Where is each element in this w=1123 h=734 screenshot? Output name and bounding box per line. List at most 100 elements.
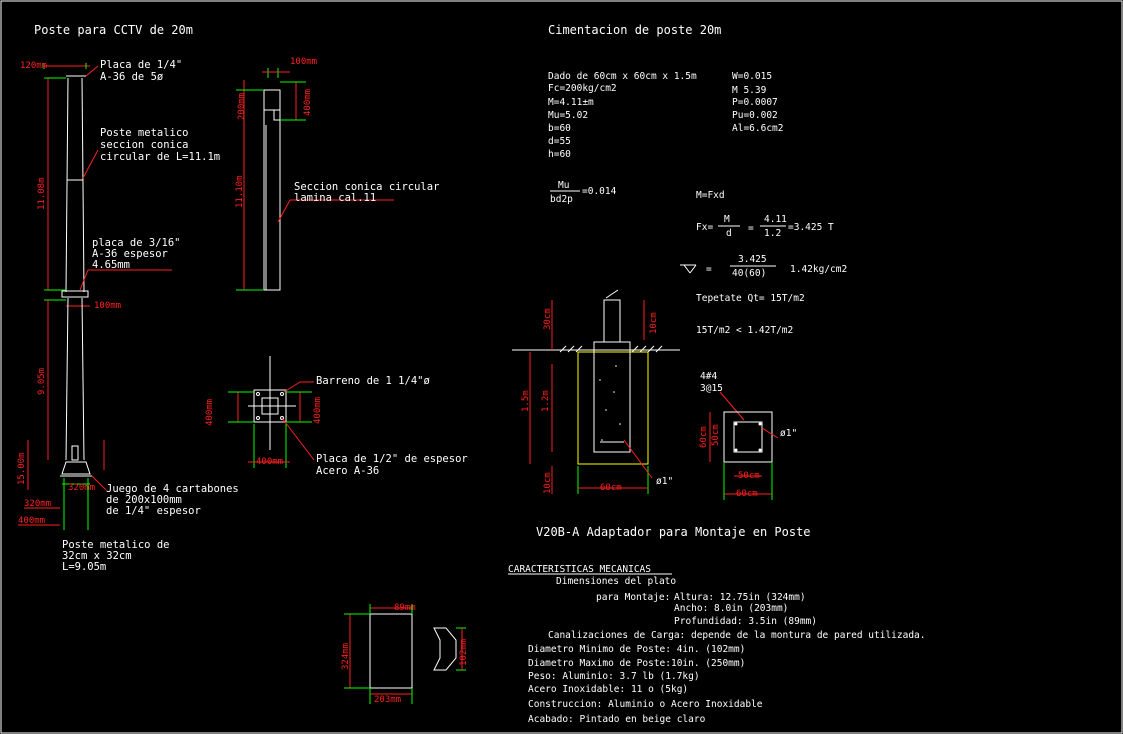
dim-top-base: 320mm: [68, 483, 95, 493]
adapter-title: V20B-A Adaptador para Montaje en Poste: [536, 525, 811, 539]
peso-2: Acero Inoxidable: 11 o (5kg): [528, 684, 688, 695]
compare: 15T/m2 < 1.42T/m2: [696, 325, 793, 336]
fd-dim-12-text: 1.2m: [541, 390, 551, 412]
bolt-hole: [256, 416, 260, 420]
plate-dim-right: 400mm: [313, 397, 323, 424]
pole-stub: [603, 299, 621, 343]
rebar-dot: [734, 448, 738, 452]
placa-top-label-2: A-36 de 5ø: [100, 71, 164, 83]
poste-base-label-2: 32cm x 32cm: [62, 550, 132, 562]
dado-section: 4#4 3@15 ø1" 60cm 50cm 50cm 60cm: [699, 371, 797, 500]
canalizaciones: Canalizaciones de Carga: depende de la m…: [548, 630, 926, 641]
ad-dim-203: 203mm: [374, 695, 401, 705]
leader-poste: [82, 149, 99, 179]
calc-right-1: M 5.39: [732, 85, 767, 96]
calc-left-3: Mu=5.02: [548, 110, 588, 121]
fx-den: 1.2: [764, 228, 781, 239]
concrete-dots: [599, 365, 621, 441]
acabado: Acabado: Pintado en beige claro: [528, 714, 706, 725]
base-gusset: [61, 461, 91, 475]
juego-label: Juego de 4 cartabones: [106, 483, 239, 495]
sec-dim-right: 400mm: [303, 89, 313, 116]
sec-flange: [273, 109, 281, 121]
poste-metalico-label: Poste metalico: [100, 127, 189, 139]
sigma-icon: [680, 264, 697, 274]
adapter-side: [433, 627, 457, 671]
dim-400-text: 400mm: [18, 516, 45, 526]
rebar-dot: [758, 422, 762, 426]
leader-dia: [761, 427, 779, 439]
frac-num: Mu: [558, 180, 569, 191]
fd-dim-top-text: 30cm: [543, 308, 553, 330]
dim-100-text: 100mm: [94, 301, 121, 311]
pole-upper-left: [65, 77, 69, 293]
char-title: CARACTERISTICAS MECANICAS: [508, 564, 651, 575]
excavation: [577, 351, 649, 465]
calc-right-3: Pu=0.002: [732, 110, 778, 121]
plate-dim-left: 400mm: [205, 399, 215, 426]
ad-dim-324: 324mm: [341, 643, 351, 670]
rebar-dot: [734, 422, 738, 426]
leader-sec: [277, 199, 291, 223]
rebar-dot: [758, 448, 762, 452]
sec-label-2: lamina cal.11: [294, 192, 376, 204]
foundation-calcs: Cimentacion de poste 20m Dado de 60cm x …: [548, 23, 847, 336]
dado-ties: [733, 421, 763, 453]
leader-rebar: [719, 391, 745, 421]
fx-m: M: [724, 214, 730, 225]
soil-hatch: [559, 345, 663, 353]
fd-dim-bot-text: 10cm: [543, 472, 553, 494]
sec-dim-left: 200mm: [237, 93, 247, 120]
circular-de-label: circular de L=11.1m: [100, 151, 220, 163]
juego-label-2: de 200x100mm: [106, 494, 182, 506]
ds-dim-bottom2: 60cm: [736, 489, 758, 499]
adapter-front: [369, 613, 413, 689]
leader-placa: [281, 417, 315, 461]
calc-left-6: h=60: [548, 149, 571, 160]
altura: Altura: 12.75in (324mm): [674, 592, 806, 603]
diam-max: Diametro Maximo de Poste:10in. (250mm): [528, 658, 745, 669]
dim-905-text: 9.05m: [37, 368, 47, 395]
dim-plato: Dimensiones del plato: [556, 576, 676, 587]
placa-mid-label-2: A-36 espesor: [92, 248, 168, 260]
acero-label: Acero A-36: [316, 465, 379, 477]
leader-dado-dia: [623, 439, 653, 479]
dado-dia: ø1": [656, 476, 673, 487]
concrete-dado: [593, 341, 631, 453]
pole-upper-right: [81, 77, 85, 293]
sigma-den: 40(60): [732, 268, 766, 279]
juego-label-3: de 1/4" espesor: [106, 505, 201, 517]
dim-320-text: 320mm: [24, 499, 51, 509]
rebar-2: 3@15: [700, 383, 723, 394]
calc-left-2: M=4.11±m: [548, 97, 594, 108]
rebar-1: 4#4: [700, 371, 717, 382]
mfxd: M=Fxd: [696, 190, 725, 201]
bolt-hole: [280, 416, 284, 420]
sec-dim-100: 100mm: [290, 57, 317, 67]
fx-d: d: [726, 228, 732, 239]
pole-lower-right: [81, 297, 85, 461]
adapter-section: V20B-A Adaptador para Montaje en Poste C…: [341, 525, 926, 725]
dim-120-text: 120mm: [20, 61, 47, 71]
ancho: Ancho: 8.0in (203mm): [674, 603, 788, 614]
fd-dim-15-text: 1.5m: [521, 390, 531, 412]
calc-left-0: Dado de 60cm x 60cm x 1.5m: [548, 71, 697, 82]
conic-section: 100mm 200mm 11.10m 400mm Seccion conica …: [235, 57, 439, 291]
sigma-eq: =: [706, 264, 712, 275]
placa-top-label: Placa de 1/4": [100, 59, 182, 71]
fx-label: Fx=: [696, 222, 713, 233]
ad-dim-side-text: 102mm: [459, 639, 469, 666]
frac-result: =0.014: [582, 186, 617, 197]
calc-right-0: W=0.015: [732, 71, 772, 82]
calc-right-4: Al=6.6cm2: [732, 123, 783, 134]
fx-result: =3.425 T: [788, 222, 834, 233]
leader-juego: [91, 475, 107, 491]
peso: Peso: Aluminio: 3.7 lb (1.7kg): [528, 671, 700, 682]
placa-mid-label-3: 4.65mm: [92, 259, 130, 271]
dim-11m-text: 11.08m: [37, 177, 47, 210]
calc-left-4: b=60: [548, 123, 571, 134]
dado-outline: [723, 411, 773, 463]
pole-elevation: Poste para CCTV de 20m 120mm Placa de 1/…: [17, 23, 239, 573]
